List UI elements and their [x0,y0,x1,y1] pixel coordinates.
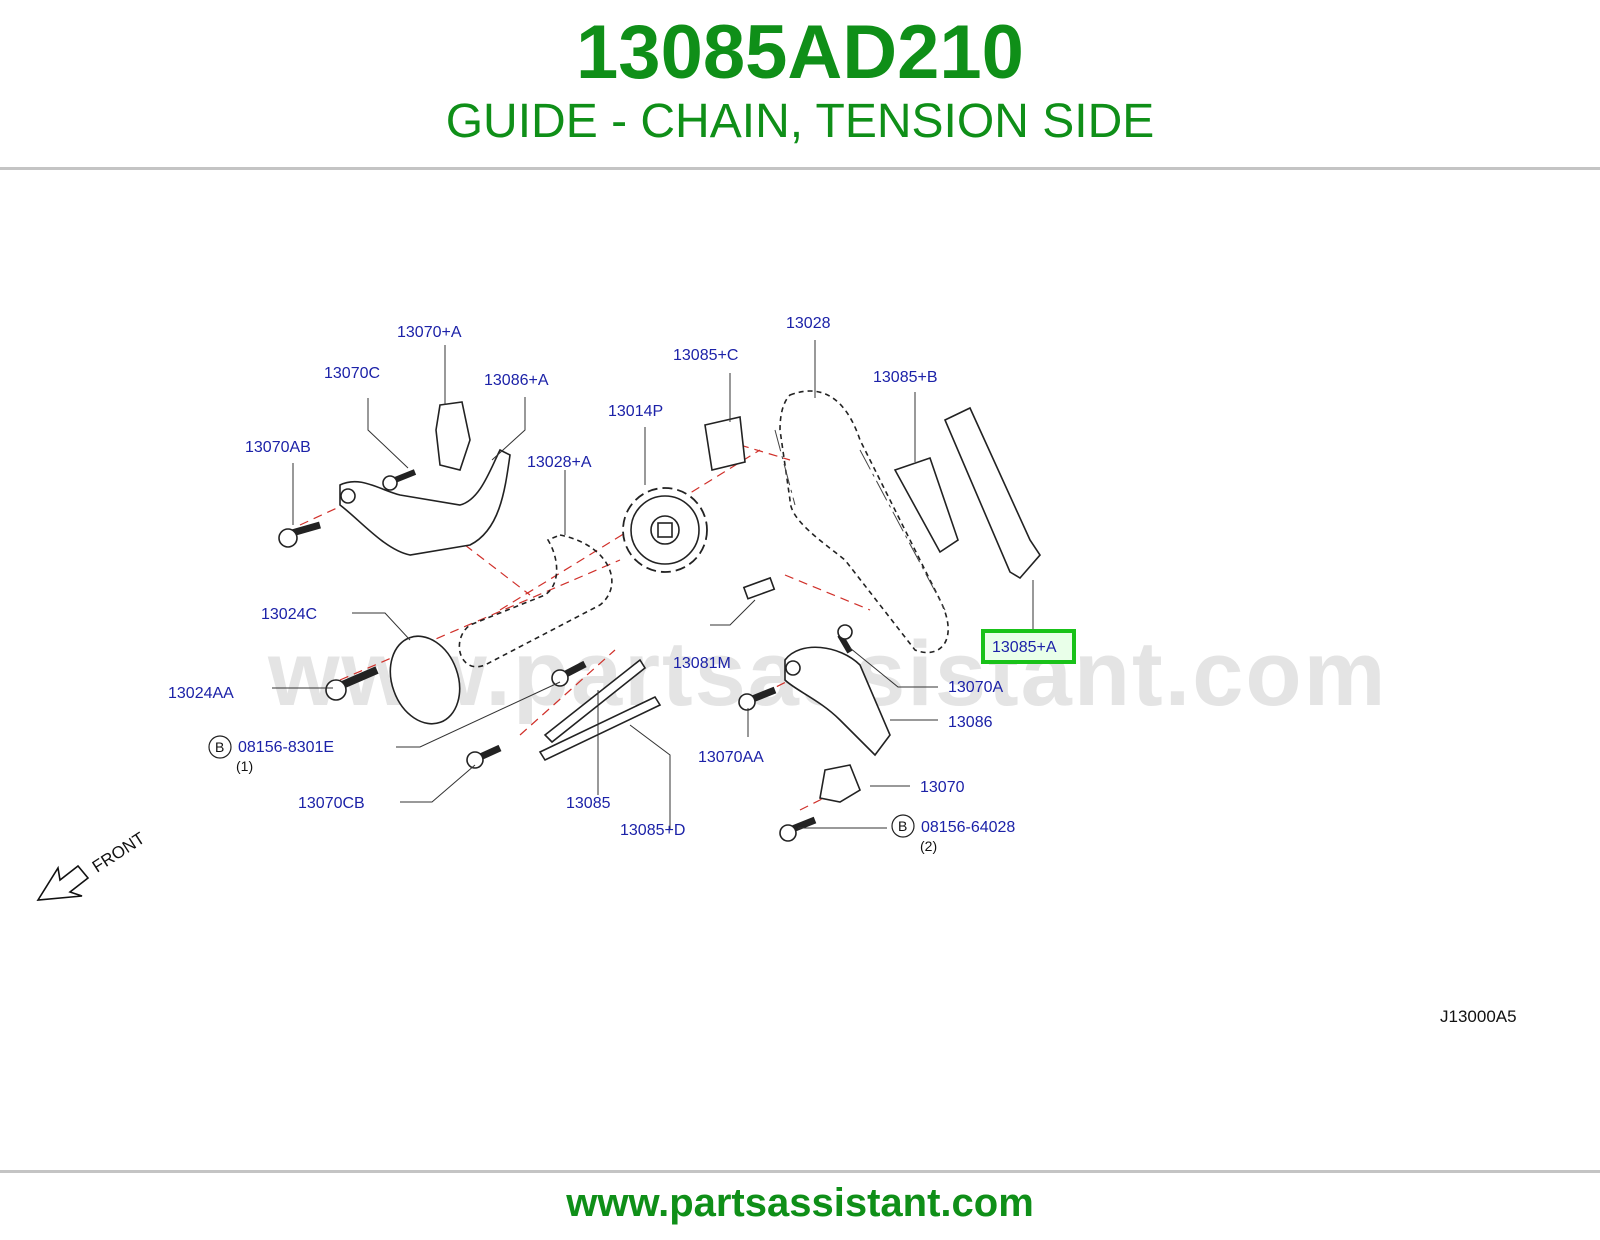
plate-13024c [389,635,461,725]
bolt-13070aa [738,686,777,711]
callout-13014p[interactable]: 13014P [608,403,663,420]
header-divider [0,167,1600,170]
callout-08156-64028[interactable]: 08156-64028 [921,819,1015,836]
bolt-13024aa [325,666,379,701]
callout-13085-c[interactable]: 13085+C [673,347,738,364]
bolt-marker-2: B [898,818,907,834]
footer-url[interactable]: www.partsassistant.com [566,1181,1034,1225]
part-name-subtitle: GUIDE - CHAIN, TENSION SIDE [445,95,1155,148]
bolt-13070a [837,624,853,654]
callout-13085[interactable]: 13085 [566,795,611,812]
leader-lines [272,340,1034,830]
bolt-marker-1: B [215,739,224,755]
guide-13085-c [704,416,746,471]
part-number-title: 13085AD210 [576,10,1024,95]
sprocket-13014p [622,487,708,573]
callout-13070aa[interactable]: 13070AA [698,749,764,766]
bolt-08156-8301e [551,660,587,687]
front-label: FRONT [89,829,148,877]
bolt-13070ab [278,521,321,548]
callout-13086[interactable]: 13086 [948,714,993,731]
footer-divider [0,1170,1600,1173]
pin-13081m [742,576,776,600]
tensioner-13070-a [435,401,471,471]
callout-13070a[interactable]: 13070A [948,679,1003,696]
callout-13081m[interactable]: 13081M [673,655,731,672]
callout-13024aa[interactable]: 13024AA [168,685,234,702]
bolt-08156-64028 [779,816,817,842]
callout-13070ab[interactable]: 13070AB [245,439,311,456]
qty-2: (2) [920,838,937,854]
callout-13028-a[interactable]: 13028+A [527,454,592,471]
callout-13070[interactable]: 13070 [920,779,965,796]
callout-13085-a[interactable]: 13085+A [992,639,1057,656]
callout-13070cb[interactable]: 13070CB [298,795,365,812]
callout-08156-8301e[interactable]: 08156-8301E [238,739,334,756]
guide-13085 [543,658,647,744]
front-arrow [36,864,90,901]
guide-13085-a [943,406,1042,580]
tensioner-13070 [819,764,861,803]
tensioner-arm-13086-a [339,448,511,556]
diagram-code: J13000A5 [1440,1007,1517,1026]
tensioner-arm-13086 [784,646,891,757]
chain-13028 [779,390,949,654]
callout-13028[interactable]: 13028 [786,315,831,332]
page-header: 13085AD210 GUIDE - CHAIN, TENSION SIDE [0,0,1600,168]
bolt-13070c [382,469,417,491]
chain-13028-a [458,534,613,668]
guide-13085-b [893,456,959,554]
bolt-13070cb [466,744,502,769]
callout-13024c[interactable]: 13024C [261,606,317,623]
bolt-marker-circle-2 [891,814,915,838]
highlighted-part-box[interactable] [981,629,1076,664]
callout-13086-a[interactable]: 13086+A [484,372,549,389]
qty-1: (1) [236,758,253,774]
callout-13085-d[interactable]: 13085+D [620,822,685,839]
bolt-marker-circle-1 [208,735,232,759]
callout-13085-b[interactable]: 13085+B [873,369,938,386]
callout-13070c[interactable]: 13070C [324,365,380,382]
callout-13070-a[interactable]: 13070+A [397,324,462,341]
guide-13085-d [538,695,662,762]
